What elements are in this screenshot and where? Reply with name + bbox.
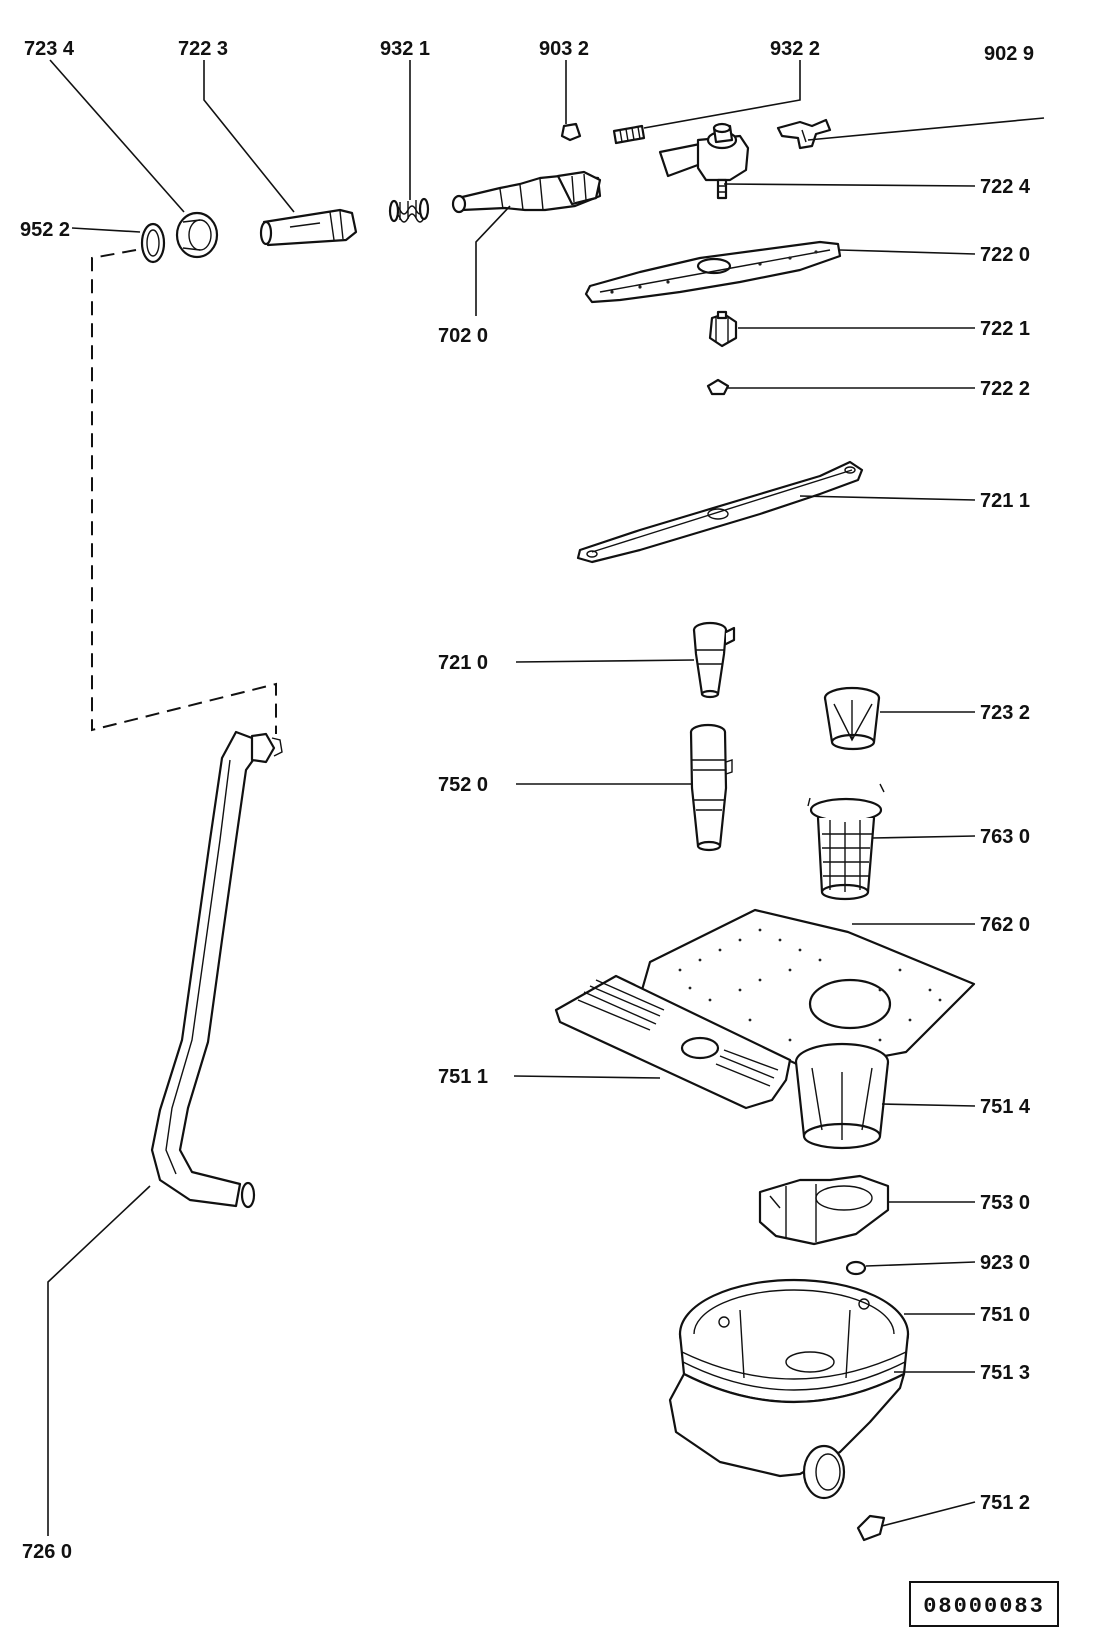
part-grid-filter-7511 xyxy=(554,974,792,1110)
label-7513: 751 3 xyxy=(980,1362,1030,1384)
label-7232: 723 2 xyxy=(980,702,1030,724)
label-7020: 702 0 xyxy=(438,325,488,347)
label-7211: 721 1 xyxy=(980,490,1030,512)
label-7630: 763 0 xyxy=(980,826,1030,848)
part-tube-7223 xyxy=(259,208,358,247)
part-micro-filter-7630 xyxy=(807,783,885,901)
label-9032: 903 2 xyxy=(539,38,589,60)
part-filter-cylinder-7514 xyxy=(794,1042,890,1150)
part-bushing-7234 xyxy=(175,211,219,259)
label-7223: 722 3 xyxy=(178,38,228,60)
drawing-code-box: 08000083 xyxy=(909,1581,1059,1627)
label-7514: 751 4 xyxy=(980,1096,1031,1118)
part-nut-9032 xyxy=(560,122,582,142)
label-7221: 722 1 xyxy=(980,318,1030,340)
label-9321: 932 1 xyxy=(380,38,430,60)
part-lower-spray-arm-7211 xyxy=(576,460,864,564)
label-7511: 751 1 xyxy=(438,1066,488,1088)
label-9322: 932 2 xyxy=(770,38,820,60)
part-support-7210 xyxy=(692,621,736,699)
label-7210: 721 0 xyxy=(438,652,488,674)
label-7234: 723 4 xyxy=(24,38,75,60)
part-bearing-7224 xyxy=(658,122,750,200)
label-9230: 923 0 xyxy=(980,1252,1030,1274)
label-7512: 751 2 xyxy=(980,1492,1030,1514)
label-7260: 726 0 xyxy=(22,1541,72,1563)
dashed-connection-line xyxy=(91,249,277,734)
part-o-ring-9230 xyxy=(845,1260,867,1276)
part-filter-housing-7530 xyxy=(758,1174,890,1246)
part-cap-7222 xyxy=(706,378,730,396)
label-7224: 722 4 xyxy=(980,176,1031,198)
label-7220: 722 0 xyxy=(980,244,1030,266)
drawing-code: 08000083 xyxy=(923,1594,1045,1619)
part-plug-7512 xyxy=(856,1514,886,1542)
part-hose-7260 xyxy=(150,730,283,1209)
part-o-ring-9522 xyxy=(140,222,166,264)
part-injector-7020 xyxy=(451,170,602,214)
leader-lines xyxy=(47,59,1045,1536)
label-9029: 902 9 xyxy=(984,43,1034,65)
part-filter-cup-7232 xyxy=(823,686,881,751)
part-clip-9029 xyxy=(776,118,832,150)
part-upper-spray-arm-7220 xyxy=(584,240,842,304)
part-sump-7510 xyxy=(668,1278,910,1500)
part-spring-9322 xyxy=(612,124,646,145)
label-9522: 952 2 xyxy=(20,219,70,241)
label-7620: 762 0 xyxy=(980,914,1030,936)
label-7530: 753 0 xyxy=(980,1192,1030,1214)
label-7520: 752 0 xyxy=(438,774,488,796)
part-spring-9321 xyxy=(388,197,430,223)
part-tube-7520 xyxy=(689,723,733,852)
part-nut-7221 xyxy=(708,310,738,348)
label-7222: 722 2 xyxy=(980,378,1030,400)
label-7510: 751 0 xyxy=(980,1304,1030,1326)
